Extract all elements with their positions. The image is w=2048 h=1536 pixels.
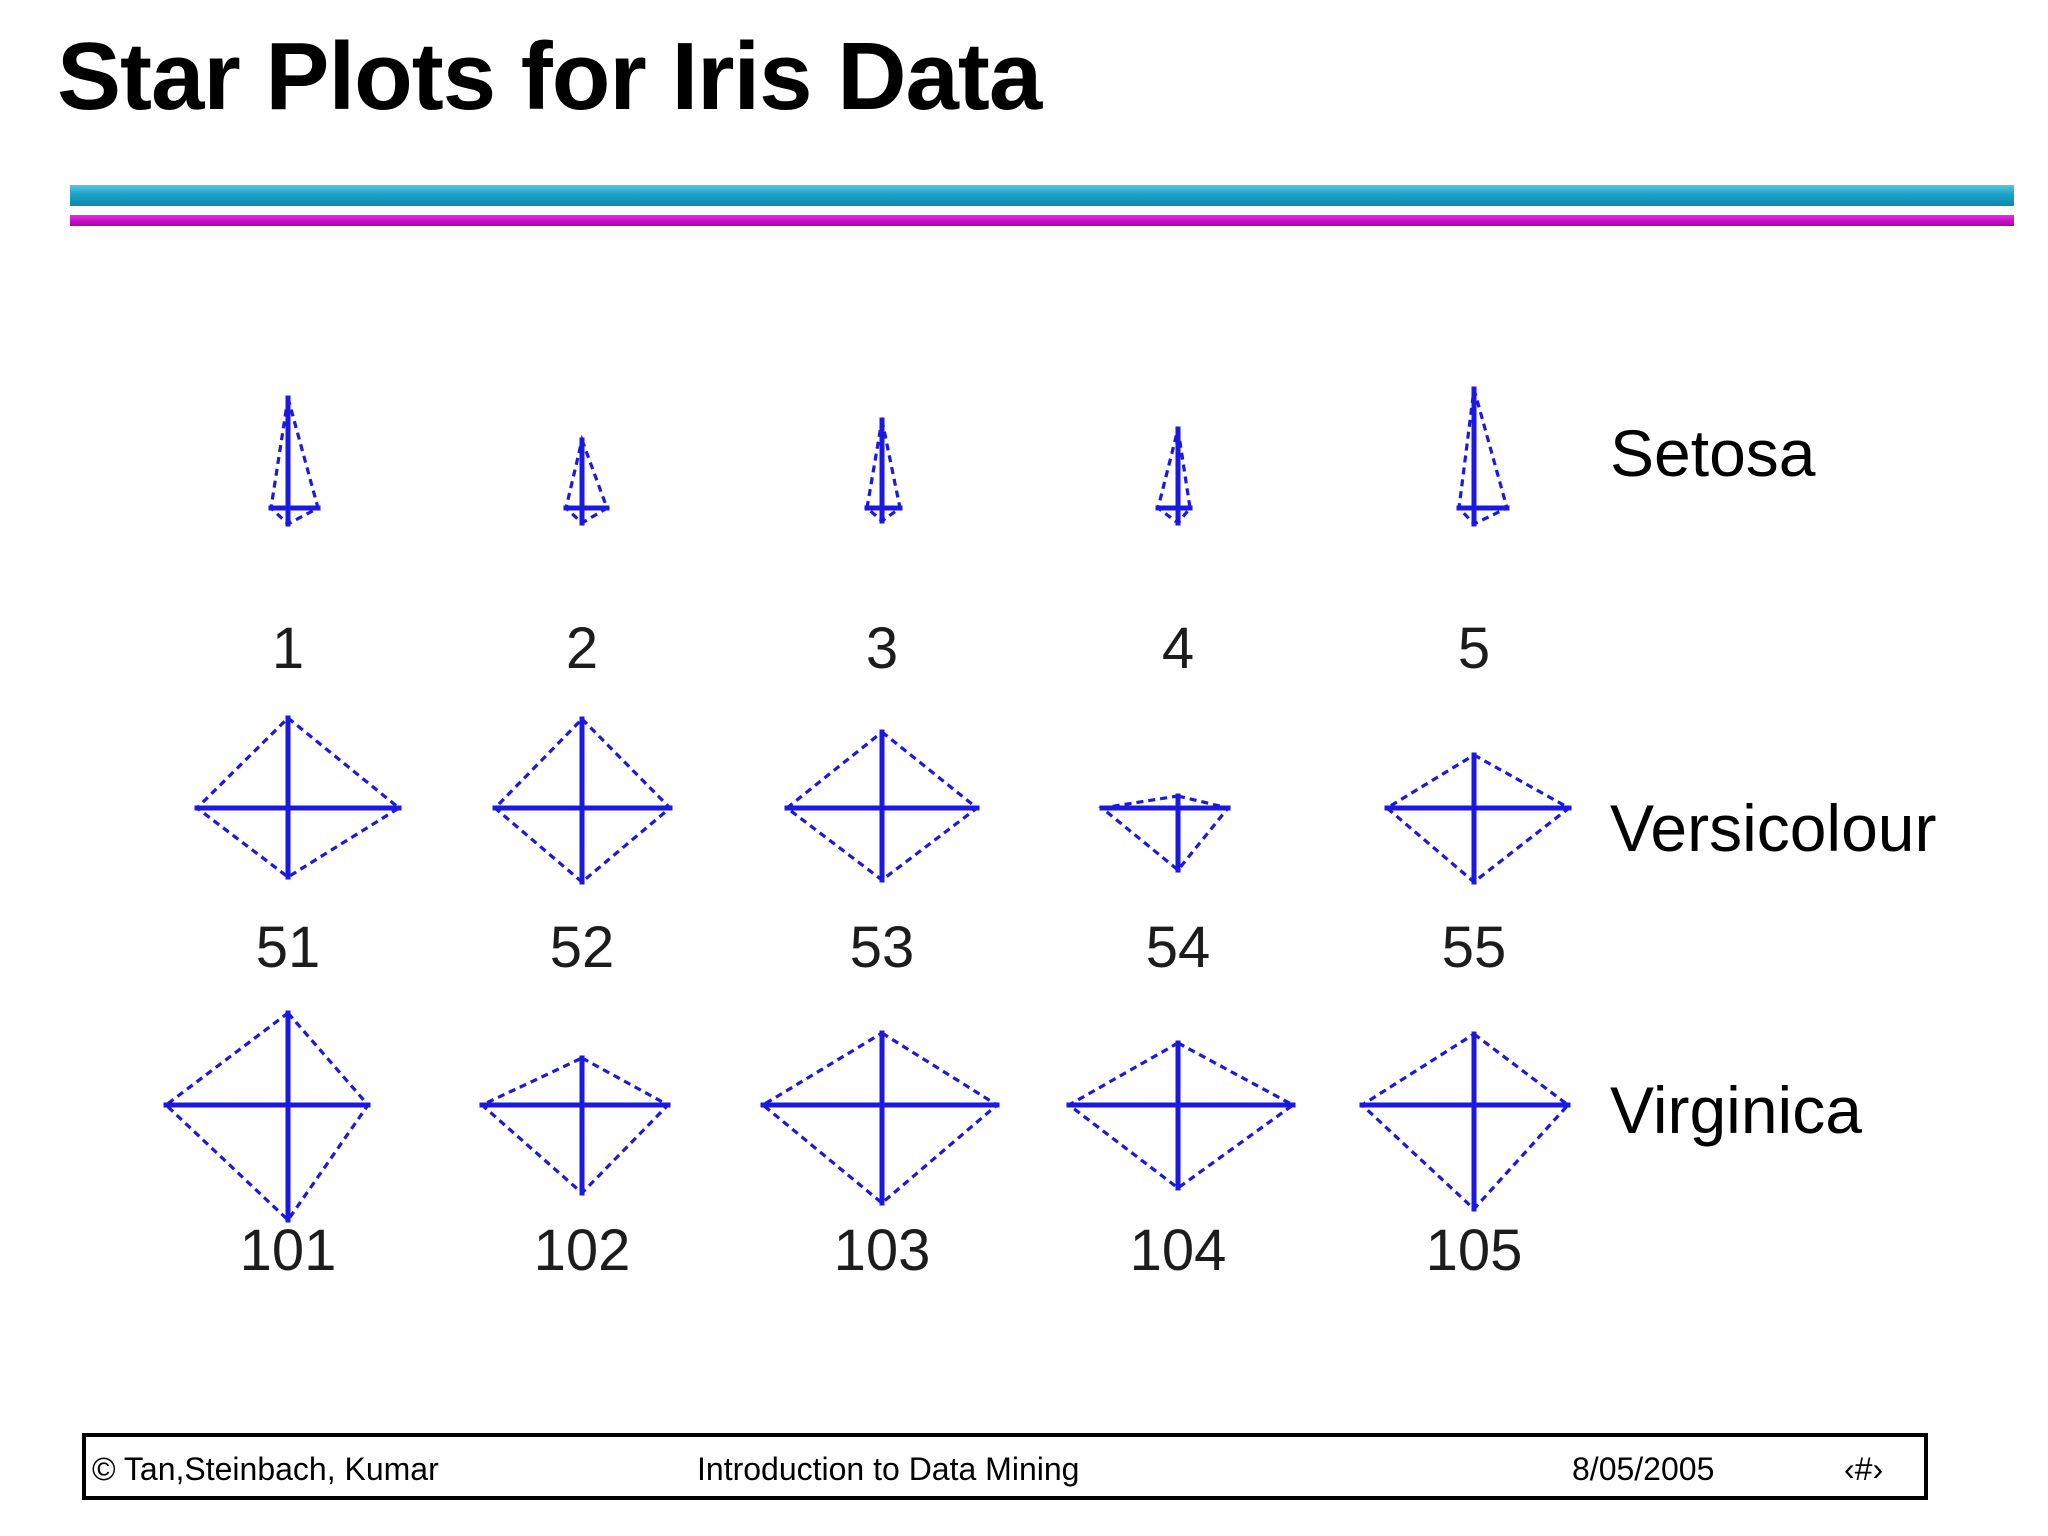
glyph-label-52: 52 xyxy=(550,915,615,980)
star-glyph-51 xyxy=(194,715,402,880)
glyph-label-4: 4 xyxy=(1162,616,1194,681)
glyph-label-101: 101 xyxy=(240,1218,337,1283)
footer-book-title: Introduction to Data Mining xyxy=(697,1451,1080,1487)
star-glyph-54 xyxy=(1098,793,1231,873)
star-glyph-52 xyxy=(492,716,673,885)
species-label-versicolour: Versicolour xyxy=(1610,791,1937,865)
footer-bar: © Tan,Steinbach, Kumar Introduction to D… xyxy=(82,1433,1928,1500)
star-glyph-102 xyxy=(479,1055,671,1196)
star-glyph-3 xyxy=(864,417,903,524)
glyph-label-105: 105 xyxy=(1426,1218,1523,1283)
glyph-label-1: 1 xyxy=(272,616,304,681)
star-glyph-1 xyxy=(268,395,321,527)
star-glyph-5 xyxy=(1456,386,1510,527)
page-title: Star Plots for Iris Data xyxy=(57,23,1042,130)
star-glyph-101 xyxy=(163,1010,371,1223)
footer-date: 8/05/2005 xyxy=(1572,1451,1715,1487)
glyph-label-55: 55 xyxy=(1442,915,1507,980)
star-glyph-105 xyxy=(1359,1031,1571,1212)
glyph-label-104: 104 xyxy=(1130,1218,1227,1283)
glyph-label-5: 5 xyxy=(1458,616,1490,681)
magenta-divider xyxy=(70,215,2014,226)
star-glyph-104 xyxy=(1066,1040,1297,1191)
glyph-label-3: 3 xyxy=(866,616,898,681)
glyph-label-51: 51 xyxy=(256,915,321,980)
teal-divider xyxy=(70,185,2014,206)
footer-copyright: © Tan,Steinbach, Kumar xyxy=(92,1451,439,1487)
star-glyph-4 xyxy=(1155,426,1193,526)
glyph-label-103: 103 xyxy=(834,1218,931,1283)
glyph-label-54: 54 xyxy=(1146,915,1211,980)
species-label-virginica: Virginica xyxy=(1610,1073,1862,1147)
star-glyph-53 xyxy=(784,729,980,883)
glyph-label-2: 2 xyxy=(566,616,598,681)
species-label-setosa: Setosa xyxy=(1610,416,1816,490)
footer-page-number: ‹#› xyxy=(1844,1451,1884,1487)
glyph-label-53: 53 xyxy=(850,915,915,980)
glyph-label-102: 102 xyxy=(534,1218,631,1283)
star-glyph-2 xyxy=(563,434,610,526)
star-glyph-55 xyxy=(1384,752,1572,885)
star-glyph-103 xyxy=(760,1030,1000,1206)
